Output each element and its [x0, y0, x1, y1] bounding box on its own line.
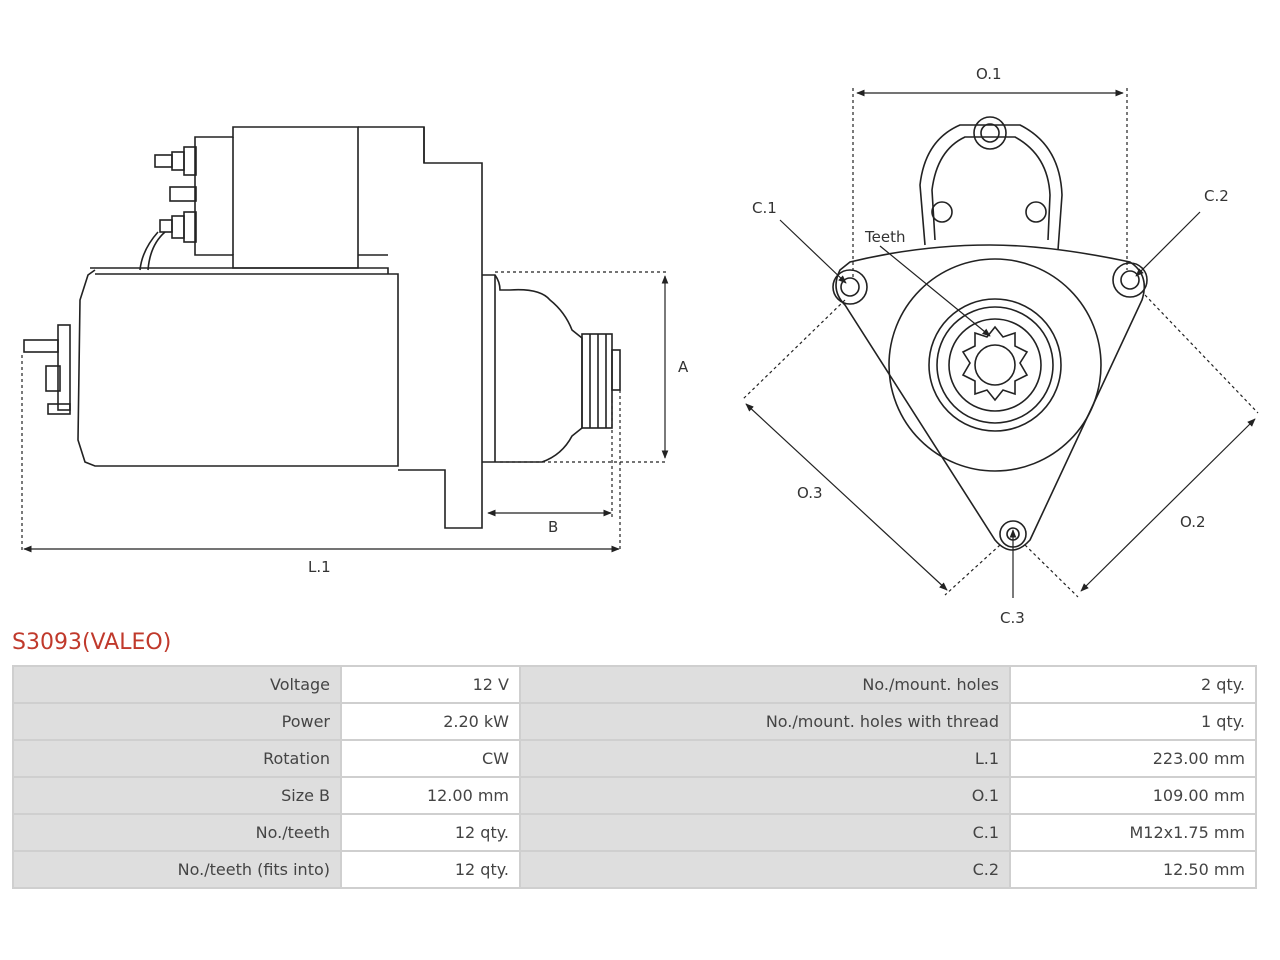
spec-value: 1 qty.: [1011, 704, 1255, 739]
spec-value: 2 qty.: [1011, 667, 1255, 702]
spec-value: 12 qty.: [342, 852, 519, 887]
dimension-label-b: B: [548, 518, 558, 536]
spec-label: No./mount. holes: [521, 667, 1009, 702]
spec-label: C.2: [521, 852, 1009, 887]
dimension-label-o3: O.3: [797, 484, 823, 502]
spec-label: No./mount. holes with thread: [521, 704, 1009, 739]
spec-label: No./teeth: [14, 815, 340, 850]
dimension-label-l1: L.1: [308, 558, 331, 576]
starter-motor-drawing: A B L.1: [21, 65, 1259, 625]
spec-value: 12 qty.: [342, 815, 519, 850]
dimension-label-teeth: Teeth: [864, 228, 905, 246]
spec-label: C.1: [521, 815, 1009, 850]
spec-value: 12.50 mm: [1011, 852, 1255, 887]
dimension-label-o2: O.2: [1180, 513, 1206, 531]
side-dimensions: [21, 271, 669, 553]
spec-value: 12.00 mm: [342, 778, 519, 813]
spec-label: Voltage: [14, 667, 340, 702]
spec-label: O.1: [521, 778, 1009, 813]
dimension-label-o1: O.1: [976, 65, 1002, 83]
spec-label: No./teeth (fits into): [14, 852, 340, 887]
front-view: [832, 116, 1148, 551]
spec-value: 223.00 mm: [1011, 741, 1255, 776]
spec-label: Size B: [14, 778, 340, 813]
spec-value: CW: [342, 741, 519, 776]
dimension-label-c1: C.1: [752, 199, 777, 217]
dimension-label-c2: C.2: [1204, 187, 1229, 205]
spec-label: Rotation: [14, 741, 340, 776]
spec-label: Power: [14, 704, 340, 739]
spec-value: 2.20 kW: [342, 704, 519, 739]
spec-value: 109.00 mm: [1011, 778, 1255, 813]
product-title: S3093(VALEO): [12, 630, 172, 655]
spec-value: 12 V: [342, 667, 519, 702]
front-dimensions: [741, 88, 1259, 598]
spec-value: M12x1.75 mm: [1011, 815, 1255, 850]
side-view: [23, 126, 621, 529]
spec-label: L.1: [521, 741, 1009, 776]
dimension-label-c3: C.3: [1000, 609, 1025, 625]
dimension-label-a: A: [678, 358, 689, 376]
